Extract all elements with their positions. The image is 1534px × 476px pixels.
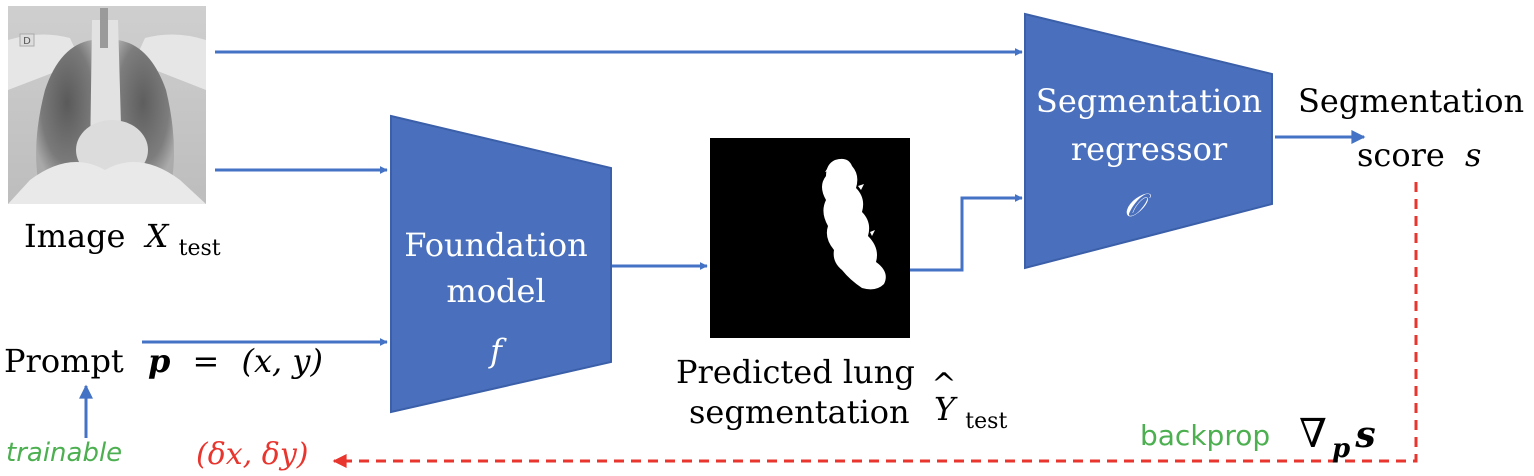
prediction-symbol: Y test	[934, 390, 1007, 434]
output-caption-2: score s	[1357, 136, 1481, 174]
image-caption-word: Image	[24, 217, 125, 255]
prompt-bold-var: p	[148, 342, 170, 380]
foundation-model-label-2: model	[446, 272, 545, 310]
image-caption: Image X test	[24, 217, 221, 261]
delta-label: (δx, δy)	[196, 437, 308, 472]
image-caption-var: X	[143, 217, 170, 255]
prompt-caption: Prompt p = (x, y)	[4, 342, 323, 380]
regressor-label-2: regressor	[1071, 130, 1228, 168]
predicted-mask-image	[710, 138, 910, 338]
gradient-var: s	[1354, 414, 1375, 456]
backprop-dashed-arrow	[332, 182, 1418, 468]
foundation-model-label-1: Foundation	[404, 226, 587, 264]
image-caption-sub: test	[179, 236, 221, 261]
prompt-word: Prompt	[4, 342, 124, 380]
foundation-model-block: Foundation model f	[390, 114, 612, 414]
blue-arrows	[79, 48, 1366, 438]
regressor-label-1: Segmentation	[1036, 82, 1262, 120]
trainable-label: trainable	[6, 438, 122, 468]
gradient-expression: ∇ p s	[1299, 411, 1376, 464]
xray-corner-marker: D	[23, 36, 31, 47]
output-caption-word: score	[1357, 136, 1445, 174]
chest-xray-image: D	[8, 6, 206, 204]
output-caption-1: Segmentation	[1298, 82, 1524, 120]
output-caption-var: s	[1465, 136, 1481, 174]
prompt-equals: =	[193, 342, 220, 380]
gradient-sub: p	[1332, 434, 1350, 464]
gradient-nabla: ∇	[1299, 411, 1327, 457]
prediction-symbol-var: Y	[934, 390, 958, 428]
prediction-symbol-sub: test	[965, 409, 1007, 434]
arrow-mask-to-regressor	[910, 194, 1023, 272]
regressor-block: Segmentation regressor 𝒪	[1024, 12, 1273, 270]
prediction-caption-2: segmentation	[689, 393, 910, 431]
prediction-symbol-hat: ^	[931, 367, 956, 402]
backprop-label: backprop	[1140, 419, 1270, 452]
prediction-caption-1: Predicted lung	[676, 353, 915, 391]
prompt-tuple: (x, y)	[241, 342, 322, 380]
